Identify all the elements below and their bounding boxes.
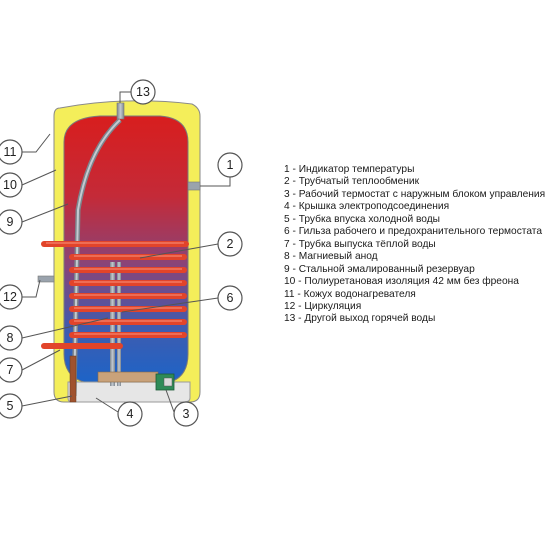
leader-9	[21, 203, 69, 223]
legend-item: 13 - Другой выход горячей воды	[284, 313, 436, 325]
callout-6-label: 6	[227, 291, 234, 305]
legend-item: 5 - Трубка впуска холодной воды	[284, 213, 441, 225]
callout-7-label: 7	[7, 363, 14, 377]
leader-8	[21, 317, 109, 339]
legend-item: 7 - Трубка выпуска тёплой воды	[284, 238, 436, 250]
legend-item: 3 - Рабочий термостат с наружным блоком …	[284, 188, 546, 200]
leader-13	[119, 91, 131, 103]
callout-6	[217, 285, 243, 311]
callout-10-label: 10	[3, 178, 17, 192]
legend-item: 12 - Циркуляция	[284, 300, 362, 312]
callout-9	[0, 209, 23, 235]
legend-item: 9 - Стальной эмалированный резервуар	[284, 263, 475, 275]
leader-7	[21, 349, 61, 371]
legend-item: 8 - Магниевый анод	[284, 251, 378, 263]
legend-item: 10 - Полиуретановая изоляция 42 мм без ф…	[284, 276, 519, 288]
callout-1	[217, 152, 243, 178]
callout-9-label: 9	[7, 215, 14, 229]
callout-2	[217, 231, 243, 257]
callout-1-label: 1	[227, 158, 234, 172]
callout-13	[130, 79, 156, 105]
callout-11	[0, 139, 23, 165]
leader-10	[21, 169, 57, 186]
top-outlet	[116, 102, 125, 120]
leader-6	[121, 297, 219, 313]
legend-item: 11 - Кожух водонагревателя	[284, 288, 416, 300]
circulation-port	[37, 275, 55, 283]
callout-8-label: 8	[7, 331, 14, 345]
callout-13-label: 13	[136, 85, 150, 99]
callout-12	[0, 284, 23, 310]
callout-2-label: 2	[227, 237, 234, 251]
callout-3	[173, 401, 199, 427]
callout-11-label: 11	[4, 145, 17, 159]
temperature-indicator	[187, 181, 201, 191]
leader-11	[22, 133, 51, 153]
legend-item: 2 - Трубчатый теплообменик	[284, 176, 420, 188]
tank	[63, 115, 189, 385]
leader-2	[139, 243, 219, 259]
leader-5	[21, 395, 73, 407]
leader-4	[95, 397, 119, 413]
flange	[97, 371, 159, 383]
legend-item: 4 - Крышка электроподсоединения	[284, 201, 450, 213]
legend-item: 6 - Гильза рабочего и предохранительного…	[284, 226, 542, 238]
leader-3	[165, 389, 175, 413]
cold-water-pipe	[69, 355, 77, 403]
leader-1	[200, 177, 231, 187]
callout-3-label: 3	[183, 407, 190, 421]
leader-12	[22, 279, 41, 298]
callout-12-label: 12	[3, 290, 17, 304]
callout-4-label: 4	[127, 407, 134, 421]
callout-8	[0, 325, 23, 351]
callout-7	[0, 357, 23, 383]
callout-10	[0, 172, 23, 198]
callout-5	[0, 393, 23, 419]
callout-5-label: 5	[7, 399, 14, 413]
legend-item: 1 - Индикатор температуры	[284, 164, 415, 175]
callout-4	[117, 401, 143, 427]
parts-legend: 1 - Индикатор температуры 2 - Трубчатый …	[284, 164, 545, 326]
heat-exchanger-coil	[41, 241, 189, 349]
